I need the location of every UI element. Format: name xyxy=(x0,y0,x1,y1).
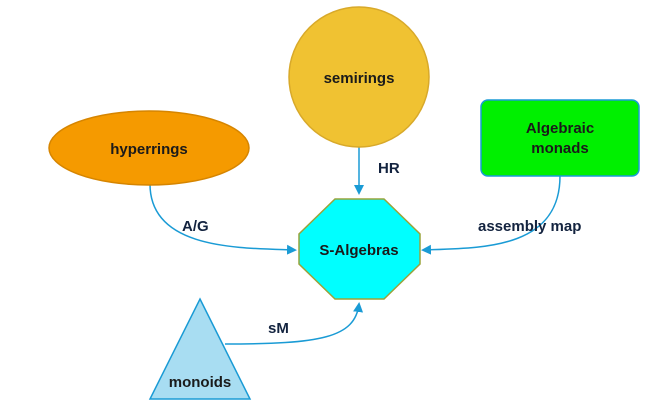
node-label-s-algebras: S-Algebras xyxy=(319,242,398,259)
hyperrings-ellipse xyxy=(48,110,250,186)
edge-label-hr: HR xyxy=(378,160,400,177)
edge-label-sm: sM xyxy=(268,320,289,337)
node-label-algebraic: Algebraic xyxy=(526,120,594,137)
node-hyperrings: hyperrings xyxy=(48,110,250,186)
node-label-monoids: monoids xyxy=(169,374,232,391)
node-label-hyperrings: hyperrings xyxy=(110,141,188,158)
node-semirings: semirings xyxy=(288,6,430,148)
edge-hyperrings-to-salgebras: A/G xyxy=(149,183,297,255)
node-label-monads: monads xyxy=(531,140,589,157)
s-algebras-octagon xyxy=(298,198,421,300)
algebraic-monads-box xyxy=(480,99,640,177)
node-label-semirings: semirings xyxy=(324,70,395,87)
edge-monads-to-salgebras: assembly map xyxy=(421,175,581,255)
semirings-circle xyxy=(288,6,430,148)
node-s-algebras: S-Algebras xyxy=(298,198,421,300)
edge-label-assembly-map: assembly map xyxy=(478,218,581,235)
node-monoids: monoids xyxy=(148,297,252,400)
edge-monoids-to-salgebras: sM xyxy=(224,302,364,345)
edge-semirings-to-salgebras: HR xyxy=(354,145,400,195)
node-algebraic-monads: Algebraic monads xyxy=(480,99,640,177)
monoids-triangle xyxy=(148,297,252,400)
edge-label-ag: A/G xyxy=(182,218,209,235)
